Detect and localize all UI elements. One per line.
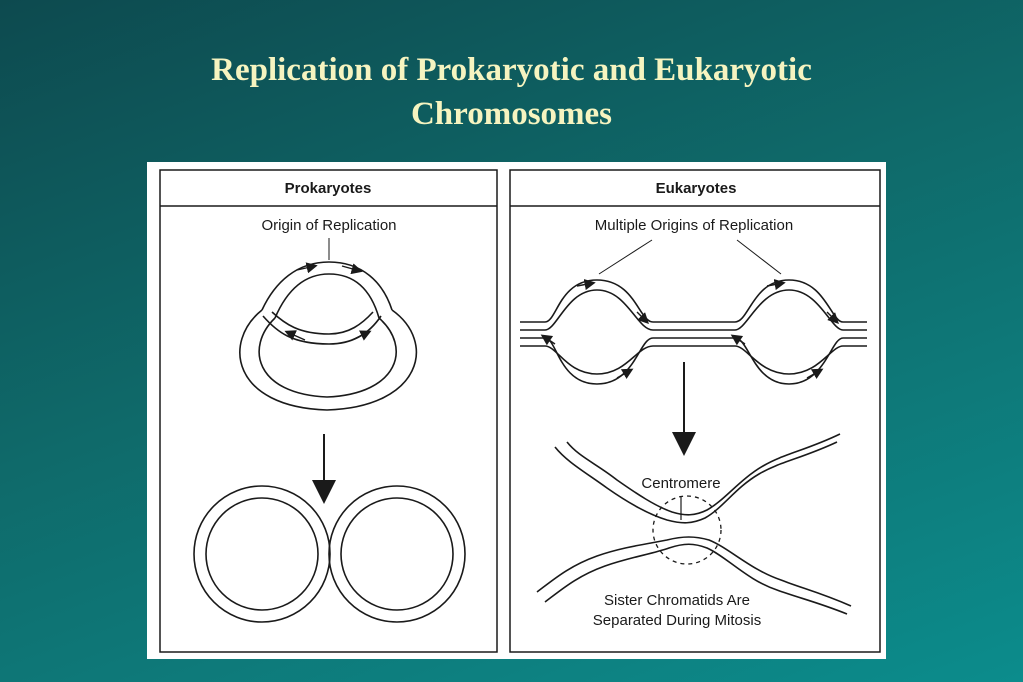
centromere-label: Centromere xyxy=(641,475,720,492)
prokaryotes-panel-border xyxy=(159,169,498,653)
replication-fork-arrows xyxy=(284,262,372,341)
slide-title: Replication of Prokaryotic and Eukaryoti… xyxy=(0,48,1023,136)
slide-title-line2: Chromosomes xyxy=(410,96,613,132)
theta-chromosome xyxy=(239,261,418,411)
sister-chromatids xyxy=(536,433,852,615)
sister-chromatids-label-line2: Separated During Mitosis xyxy=(593,612,761,629)
replication-figure: Prokaryotes Origin of Replication xyxy=(147,162,886,659)
origin-pointer-left xyxy=(598,239,653,275)
eukaryotes-panel-border xyxy=(509,169,881,653)
sister-chromatids-label-line1: Sister Chromatids Are xyxy=(604,592,750,609)
eukaryotes-panel: Eukaryotes Multiple Origins of Replicati… xyxy=(509,169,881,653)
prokaryotes-panel: Prokaryotes Origin of Replication xyxy=(159,169,498,653)
eukaryotes-header: Eukaryotes xyxy=(656,180,737,197)
slide-title-line1: Replication of Prokaryotic and Eukaryoti… xyxy=(211,52,812,88)
multiple-origins-label: Multiple Origins of Replication xyxy=(595,217,793,234)
origin-of-replication-label: Origin of Replication xyxy=(261,217,396,234)
centromere-circle xyxy=(652,495,722,565)
daughter-chromosome-left xyxy=(193,485,331,623)
eukaryote-fork-arrows xyxy=(540,279,839,380)
linear-chromosome-bubbles xyxy=(520,279,867,385)
daughter-chromosome-right xyxy=(328,485,466,623)
origin-pointer-right xyxy=(736,239,782,275)
prokaryotes-header: Prokaryotes xyxy=(285,180,372,197)
